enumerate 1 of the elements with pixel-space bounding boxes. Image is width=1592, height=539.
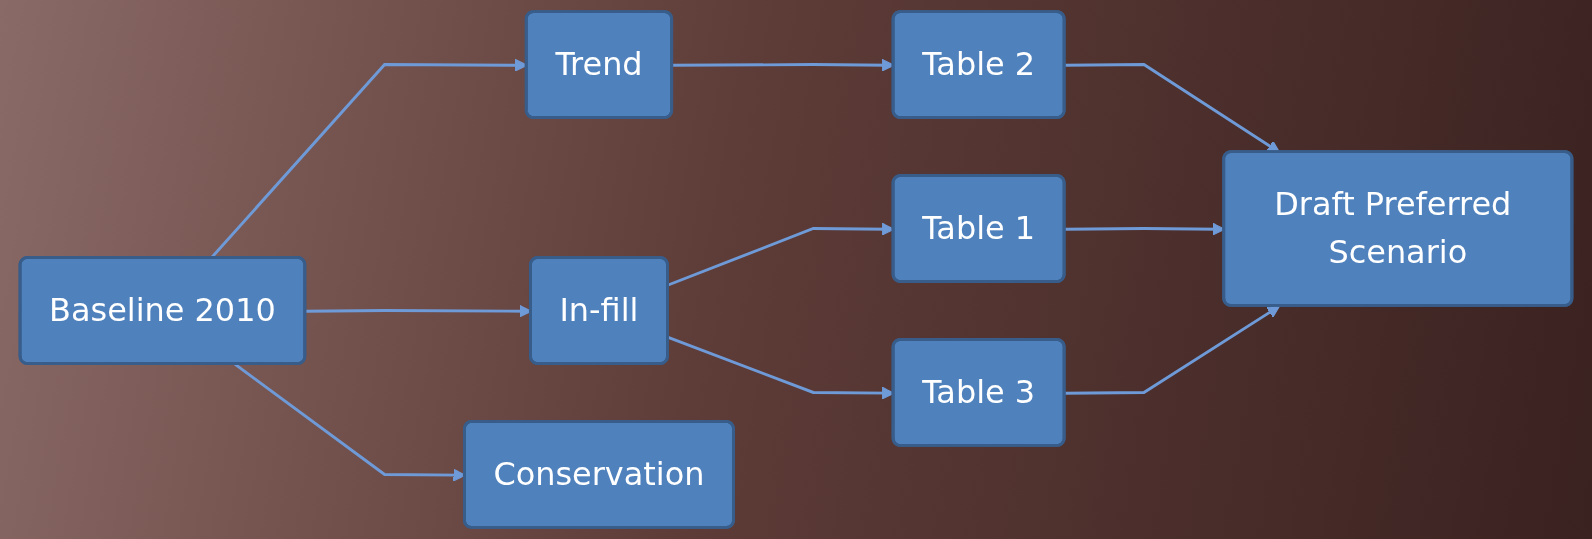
arrow <box>1064 305 1281 395</box>
